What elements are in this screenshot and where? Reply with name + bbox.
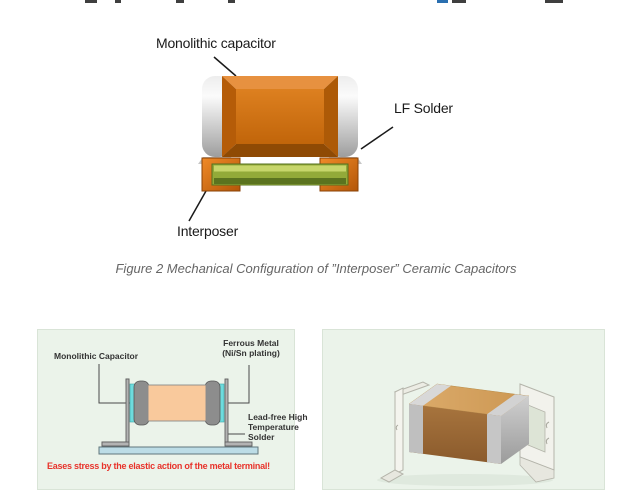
label-monolithic-capacitor-small: Monolithic Capacitor — [54, 351, 139, 361]
label-interposer: Interposer — [177, 223, 239, 239]
clipped-text-fragment — [115, 0, 121, 3]
capacitor-3d-render — [377, 381, 555, 486]
interposer-capacitor-drawing — [188, 56, 394, 222]
ground-shadow — [377, 474, 553, 486]
leader-lines — [188, 56, 394, 222]
left-bracket — [379, 381, 431, 483]
pcb-board — [98, 446, 259, 455]
figure2-diagram: Monolithic capacitor LF Solder Interpose… — [156, 35, 453, 239]
interposer-bar — [211, 163, 349, 186]
metal-terminals — [101, 378, 253, 447]
cross-section-drawing — [98, 364, 259, 455]
label-lf-solder: LF Solder — [394, 100, 453, 116]
clipped-text-fragment — [545, 0, 559, 3]
label-leadfree-solder: Lead-free High Temperature Solder — [248, 412, 308, 443]
label-monolithic-capacitor: Monolithic capacitor — [156, 35, 276, 51]
clipped-link-fragment[interactable] — [437, 0, 448, 3]
metal-terminal-3d-panel — [322, 329, 605, 490]
clipped-text-fragment — [176, 0, 184, 3]
clipped-text-fragment — [85, 0, 97, 3]
interposer-assembly — [201, 157, 359, 192]
capacitor-body — [222, 76, 338, 157]
metal-terminal-cross-section-panel: Monolithic Capacitor Ferrous Metal (Ni/S… — [37, 329, 308, 490]
cross-section-capacitor — [133, 380, 221, 426]
clipped-text-fragment — [452, 0, 466, 3]
figure-caption: Figure 2 Mechanical Configuration of ”In… — [115, 261, 517, 276]
capacitor-3d-body — [408, 383, 530, 464]
clipped-text-fragment — [228, 0, 235, 3]
clipped-text-fragment — [558, 0, 563, 3]
label-ferrous-metal: Ferrous Metal (Ni/Sn plating) — [222, 338, 280, 359]
stress-relief-note: Eases stress by the elastic action of th… — [47, 461, 270, 471]
